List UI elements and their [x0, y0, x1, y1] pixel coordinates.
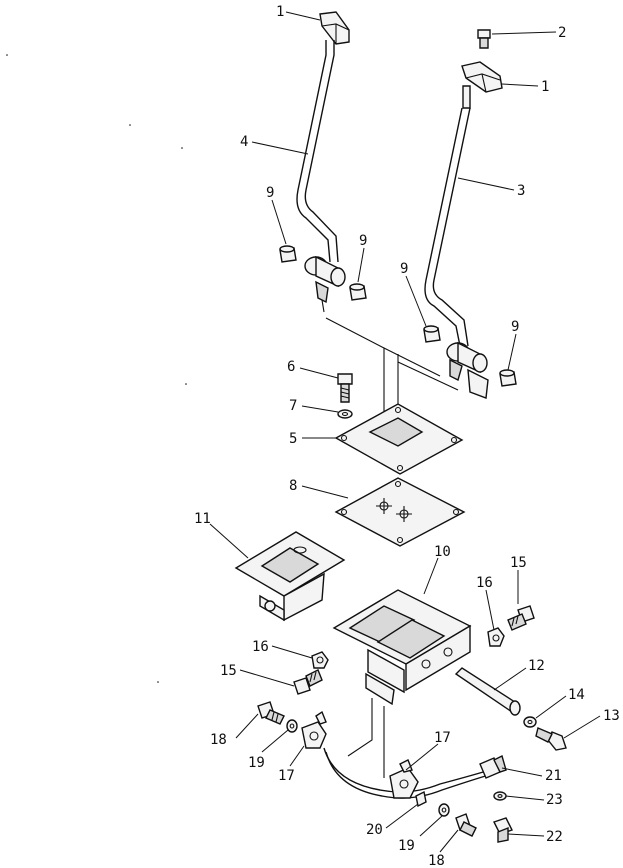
callout-label: 18: [428, 853, 445, 868]
callout-label: 15: [510, 555, 527, 571]
washer-part-19b: [438, 803, 450, 817]
callout-label: 16: [476, 575, 493, 591]
washer-part-23: [493, 791, 507, 801]
bolt-part-18b: [455, 813, 477, 837]
callout-label: 16: [252, 639, 269, 655]
callout-label: 11: [194, 511, 211, 527]
callout-label: 6: [287, 359, 295, 375]
bushing-9c: [423, 325, 441, 343]
left-lever-assembly: [296, 11, 350, 313]
lever-boss-left: [304, 255, 346, 313]
callout-label: 19: [248, 755, 265, 771]
lever-rod-right: [424, 107, 463, 347]
callout-label: 7: [289, 398, 297, 414]
callout-label: 9: [400, 261, 408, 277]
bushing-9a: [279, 245, 297, 263]
washer-part-7: [337, 409, 353, 419]
callout-label: 22: [546, 829, 563, 845]
callout-label: 3: [517, 183, 525, 199]
plate-part-5: [334, 403, 464, 475]
bracket-part-10: [332, 589, 472, 706]
bolt-part-15a: [507, 605, 535, 631]
callout-label: 1: [276, 4, 284, 20]
gasket-part-8: [334, 477, 466, 547]
callout-label: 14: [568, 687, 585, 703]
callout-label: 4: [240, 134, 248, 150]
washer-part-14: [523, 716, 537, 728]
callout-label: 19: [398, 838, 415, 854]
knob-left: [319, 11, 350, 45]
connector-part-21: [479, 754, 507, 779]
bolt-part-22: [493, 817, 513, 843]
knob-right: [461, 61, 503, 93]
bracket-part-11: [234, 531, 346, 622]
callout-label: 9: [359, 233, 367, 249]
callout-label: 18: [210, 732, 227, 748]
callout-label: 15: [220, 663, 237, 679]
bolt-part-18a: [257, 701, 285, 725]
callout-label: 13: [603, 708, 620, 724]
clip-part-20: [415, 790, 427, 808]
callout-label: 21: [545, 768, 562, 784]
bolt-part-15b: [293, 669, 323, 695]
callout-label: 9: [266, 185, 274, 201]
callout-label: 2: [558, 25, 566, 41]
callout-label: 12: [528, 658, 545, 674]
nut-part-16a: [487, 627, 505, 647]
shaft-part-12: [454, 667, 521, 716]
bushing-9b: [349, 283, 367, 301]
nut-part-16b: [311, 651, 329, 669]
switch-part-17b: [389, 759, 419, 799]
callout-label: 8: [289, 478, 297, 494]
bolt-part-2: [477, 29, 491, 49]
lever-boss-right: [446, 341, 489, 399]
right-lever-assembly: [424, 61, 503, 399]
callout-label: 1: [541, 79, 549, 95]
switch-part-17a: [301, 710, 327, 749]
washer-part-19a: [286, 719, 298, 733]
callout-label: 20: [366, 822, 383, 838]
callout-label: 10: [434, 544, 451, 560]
callout-label: 5: [289, 431, 297, 447]
scan-specks: [6, 54, 187, 683]
bushing-9d: [499, 369, 517, 387]
callout-label: 17: [278, 768, 295, 784]
callout-labels: 1 2 1 4 3 9 9 9 9 6 7 5 8 11 10 15 16 16…: [194, 4, 620, 868]
callout-label: 9: [511, 319, 519, 335]
leader-lines: [209, 11, 601, 853]
bolt-part-13: [535, 727, 567, 751]
bolt-part-6: [337, 373, 353, 403]
callout-label: 17: [434, 730, 451, 746]
callout-label: 23: [546, 792, 563, 808]
lever-rod-left: [296, 40, 331, 263]
